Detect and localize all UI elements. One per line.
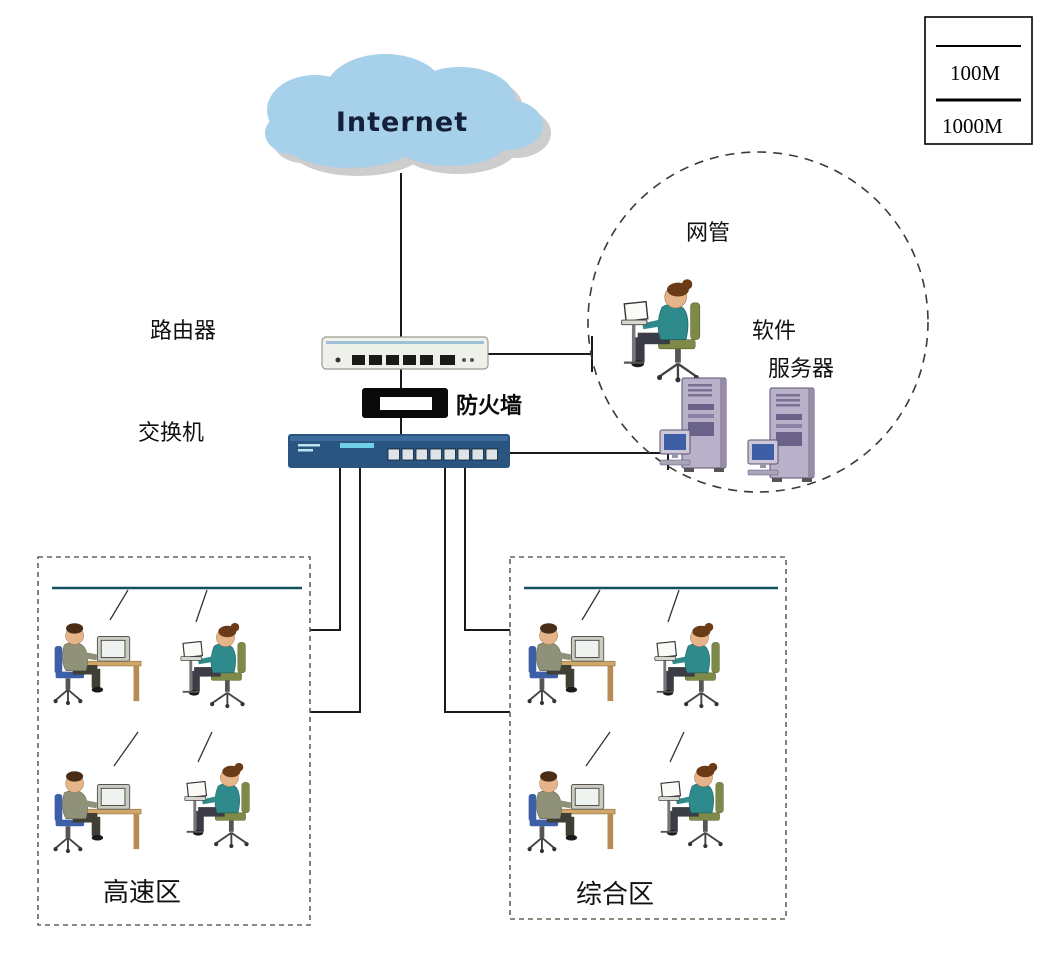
workstation-desktop-icon: [526, 770, 617, 855]
workstation-laptop-icon: [657, 761, 725, 850]
server-tower-icon: [747, 387, 815, 483]
management-area-border: [587, 151, 929, 493]
router-port: [352, 355, 365, 365]
internet-label: Internet: [336, 107, 468, 138]
server-label-line1: 软件: [752, 318, 796, 343]
firewall-label: 防火墙: [456, 393, 522, 418]
link-switch-zone-right-1: [464, 468, 510, 631]
cloud-shape: [265, 54, 543, 168]
legend-box: [924, 16, 1033, 145]
server-tower-icon: [659, 377, 727, 473]
switch-ports: [387, 448, 498, 461]
router-port: [440, 355, 455, 365]
legend: 100M 1000M: [924, 16, 1033, 145]
zone-left-label: 高速区: [103, 877, 181, 907]
links: [310, 173, 669, 713]
workstation-desktop-icon: [526, 622, 617, 707]
router-port: [403, 355, 416, 365]
zone-left-droplines: [109, 589, 213, 767]
workstation-desktop-icon: [52, 622, 143, 707]
switch-device: [288, 434, 510, 468]
switch-label: 交换机: [138, 420, 204, 445]
zone-left-border: [37, 556, 311, 926]
router-port: [420, 355, 433, 365]
link-switch-servers: [510, 438, 669, 470]
legend-label-100m: 100M: [950, 61, 1001, 85]
workstation-laptop-icon: [179, 621, 247, 710]
zone-right-border: [509, 556, 787, 920]
admin-person-icon: [620, 278, 701, 384]
link-switch-zone-right-2: [444, 468, 510, 713]
workstation-desktop-icon: [52, 770, 143, 855]
admin-label: 网管: [686, 220, 730, 245]
router-port: [369, 355, 382, 365]
zone-right-label: 综合区: [576, 879, 654, 909]
zone-left: 高速区: [37, 556, 311, 926]
management-area: 网管 软件 服务器: [587, 151, 929, 493]
zone-right: 综合区: [509, 556, 787, 920]
router-port: [386, 355, 399, 365]
link-switch-zone-left-2: [310, 468, 361, 713]
legend-label-1000m: 1000M: [942, 114, 1003, 138]
link-router-admin: [488, 336, 593, 372]
zone-right-droplines: [581, 589, 685, 767]
router-label: 路由器: [150, 318, 216, 343]
switch-logo: [340, 443, 374, 448]
internet-cloud: Internet: [265, 54, 551, 176]
router-device: [321, 336, 489, 370]
workstation-laptop-icon: [653, 621, 721, 710]
firewall-device: [362, 388, 448, 418]
server-label-line2: 服务器: [768, 356, 834, 381]
link-switch-zone-left-1: [310, 468, 341, 631]
firewall-slot: [380, 397, 432, 410]
workstation-laptop-icon: [183, 761, 251, 850]
